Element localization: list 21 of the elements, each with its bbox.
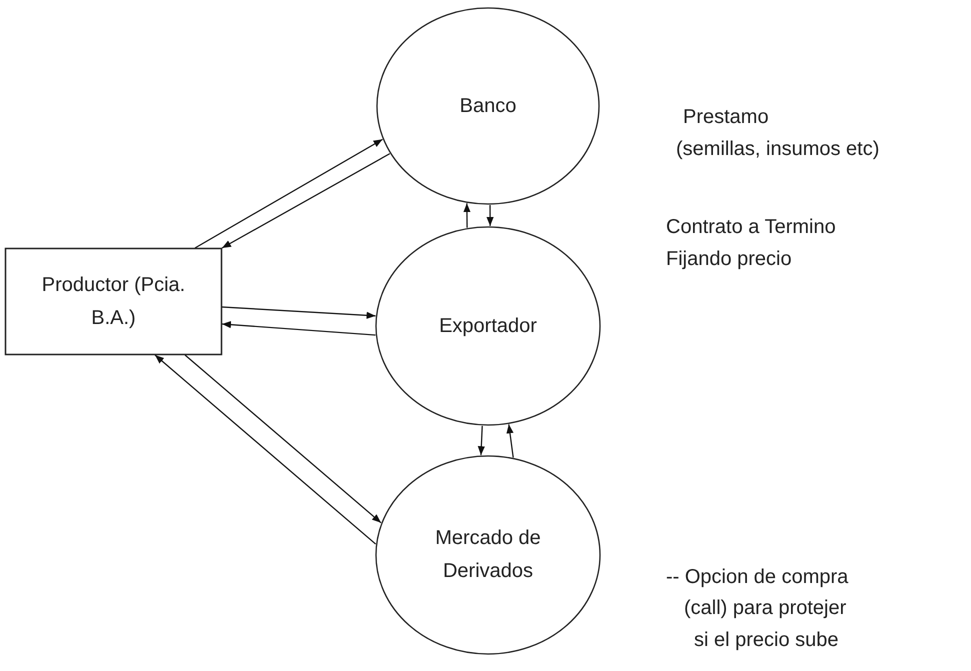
annotation-text: si el precio sube: [694, 629, 839, 652]
annotation-text: Fijando precio: [666, 248, 792, 271]
annotation-text: Contrato a Termino: [666, 216, 836, 239]
node-label: Productor (Pcia. B.A.): [40, 272, 186, 330]
node-label: Exportador: [438, 314, 538, 338]
arrow: [222, 321, 376, 336]
annotation-text: -- Opcion de compra: [666, 566, 848, 589]
arrow: [194, 138, 383, 249]
arrow: [154, 354, 376, 545]
arrow: [506, 424, 514, 458]
arrow: [478, 426, 485, 456]
annotation-text: (call) para protejer: [684, 597, 846, 620]
node-label: Mercado de Derivados: [434, 526, 542, 584]
arrow: [184, 354, 382, 524]
annotation-text: Prestamo: [683, 106, 769, 129]
arrow: [486, 204, 494, 226]
annotation-text: (semillas, insumos etc): [676, 138, 880, 161]
arrow: [222, 306, 376, 319]
arrow: [222, 153, 390, 249]
arrow: [463, 203, 471, 228]
node-label: Banco: [458, 94, 518, 118]
